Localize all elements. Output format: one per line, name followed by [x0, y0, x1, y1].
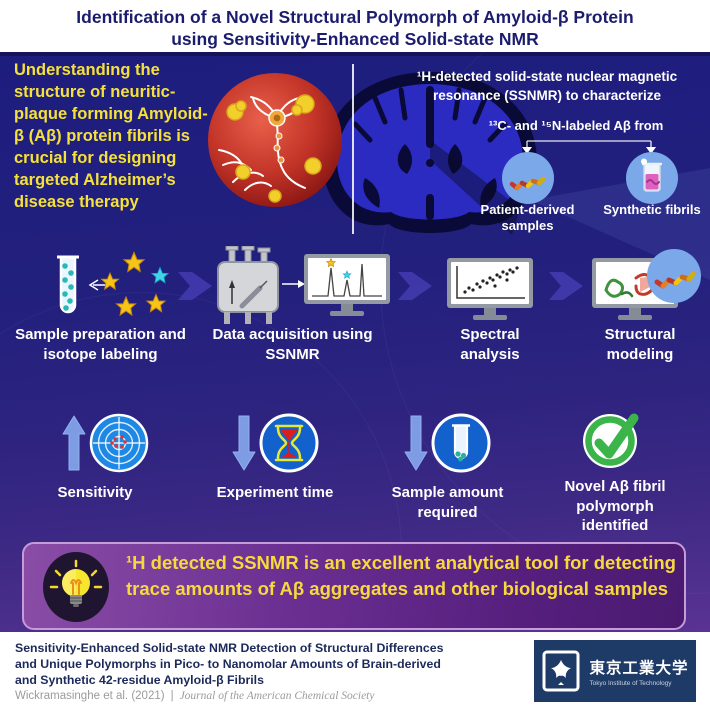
- scatter-monitor-icon: [447, 258, 533, 320]
- paper-title-line: and Synthetic 42-residue Amyloid-β Fibri…: [15, 672, 264, 687]
- page-title-line2: using Sensitivity-Enhanced Solid-state N…: [171, 28, 539, 49]
- key-message-panel: ¹H detected SSNMR is an excellent analyt…: [22, 542, 686, 630]
- plaque-neuron-inset: [208, 73, 342, 207]
- logo-text-en: Tokyo Institute of Technology: [589, 679, 672, 687]
- paper-title-line: Sensitivity-Enhanced Solid-state NMR Det…: [15, 641, 444, 655]
- sample-beam: [430, 140, 520, 235]
- outcome-label: Sample amount required: [391, 484, 504, 521]
- workflow-step-label: Spectral analysis: [460, 326, 520, 363]
- divider-bar: [0, 52, 710, 56]
- paper-title-line: and Unique Polymorphs in Pico- to Nanomo…: [15, 656, 441, 671]
- check-icon: [583, 413, 639, 468]
- citation-separator: |: [170, 690, 174, 702]
- spectrum-monitor-icon: [304, 254, 390, 316]
- tokyo-tech-logo: 東京工業大学 Tokyo Institute of Technology: [534, 640, 696, 702]
- lightbulb-icon: [43, 552, 109, 622]
- bracket-connector: [522, 140, 656, 154]
- logo-text: 東京工業大学 Tokyo Institute of Technology: [589, 656, 688, 687]
- footer: Sensitivity-Enhanced Solid-state NMR Det…: [0, 632, 710, 710]
- page-title-line1: Identification of a Novel Structural Pol…: [76, 7, 634, 27]
- header: Identification of a Novel Structural Pol…: [0, 0, 710, 52]
- up-arrow-icon: [62, 415, 86, 471]
- chevron-arrow-icon: [398, 272, 432, 300]
- target-icon: [89, 413, 149, 473]
- isotope-stars-icon: [100, 251, 169, 316]
- method-text: ¹H-detected solid-state nuclear magnetic…: [416, 69, 678, 103]
- right-arrow-icon: [282, 280, 305, 288]
- chevron-arrow-icon: [549, 272, 583, 300]
- main-graphic: Understanding the structure of neuritic-…: [0, 52, 710, 632]
- outcome-label: Experiment time: [216, 484, 334, 501]
- citation-authors: Wickramasinghe et al. (2021): [15, 690, 165, 702]
- label-source-text: ¹³C- and ¹⁵N-labeled Aβ from: [488, 118, 664, 133]
- down-arrow-icon: [404, 415, 428, 471]
- model-fibril-inset-icon: [647, 249, 701, 303]
- logo-text-jp: 東京工業大学: [589, 659, 689, 677]
- hourglass-icon: [259, 413, 319, 473]
- workflow-step-label: Structural modeling: [604, 326, 676, 363]
- outcome-label: Novel Aβ fibril polymorph identified: [564, 478, 666, 534]
- test-tube-icon: [57, 255, 79, 314]
- down-arrow-icon: [232, 415, 256, 471]
- sample-tube-icon: [431, 413, 491, 473]
- nmr-spectrometer-icon: [217, 246, 279, 324]
- problem-statement: Understanding the structure of neuritic-…: [14, 61, 208, 211]
- fibril-icon: [502, 152, 554, 204]
- citation-journal: Journal of the American Chemical Society: [179, 690, 375, 702]
- workflow-step-label: Data acquisition using SSNMR: [212, 326, 373, 363]
- source-label-patient: Patient-derived samples: [480, 202, 575, 234]
- workflow-step-label: Sample preparation and isotope labeling: [15, 326, 186, 363]
- key-message-text: ¹H detected SSNMR is an excellent analyt…: [126, 552, 676, 599]
- tokyo-tech-mark-icon: [542, 650, 580, 692]
- source-label-synthetic: Synthetic fibrils: [603, 202, 701, 217]
- chevron-arrow-icon: [178, 272, 212, 300]
- citation-line: Wickramasinghe et al. (2021) | Journal of …: [15, 690, 374, 702]
- brain-illustration: [323, 72, 537, 233]
- outcome-label: Sensitivity: [57, 484, 133, 501]
- paper-title: Sensitivity-Enhanced Solid-state NMR Det…: [15, 641, 443, 689]
- beaker-icon: [626, 152, 678, 204]
- vertical-divider: [352, 64, 354, 234]
